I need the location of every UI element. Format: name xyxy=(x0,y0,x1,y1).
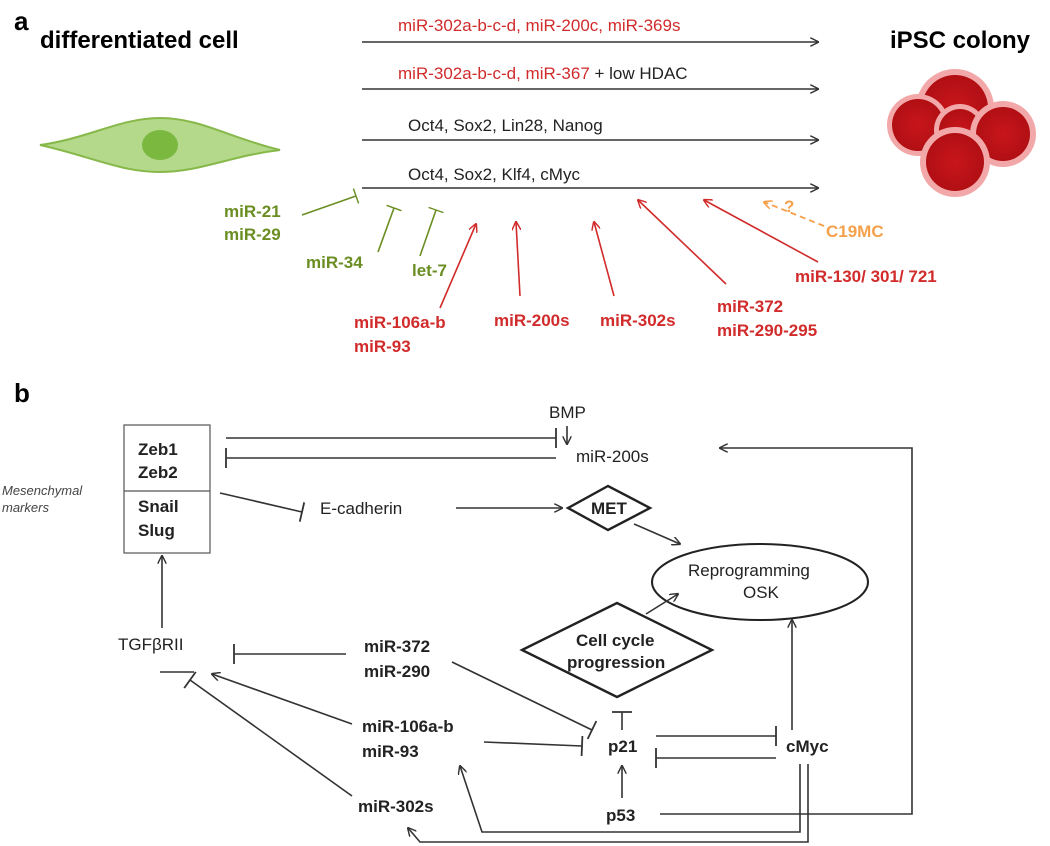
osk-label: OSK xyxy=(743,583,780,602)
c19mc-dashed-arrow xyxy=(764,202,825,227)
mir-290-label: miR-290 xyxy=(364,662,430,681)
snail-label: Snail xyxy=(138,497,179,516)
met-diamond xyxy=(565,484,653,532)
mir-106a-b-label: miR-106a-b xyxy=(354,313,446,332)
met-to-reprogramming-arrow xyxy=(633,523,680,544)
mesenchymal-markers-box xyxy=(123,424,211,554)
let-7-label: let-7 xyxy=(412,261,447,280)
c19mc-label: C19MC xyxy=(826,222,884,241)
mesenchymal-label: Mesenchymal xyxy=(2,483,83,498)
mir-200s-label-b: miR-200s xyxy=(576,447,649,466)
tgfbrii-label: TGFβRII xyxy=(118,635,184,654)
mir372-inhibits-p21-line xyxy=(451,661,598,740)
mir-200s-label-a: miR-200s xyxy=(494,311,570,330)
mir-200s-activation-arrow xyxy=(516,222,520,297)
mir-21-29-inhibition-line xyxy=(301,188,360,216)
panel-a-label: a xyxy=(14,6,29,36)
mir-106a-b-label-b: miR-106a-b xyxy=(362,717,454,736)
zeb1-label: Zeb1 xyxy=(138,440,178,459)
reprogramming-ellipse xyxy=(651,543,869,621)
mir106-to-tgfb-arrow xyxy=(212,674,353,725)
mir-130-301-721-label: miR-130/ 301/ 721 xyxy=(795,267,937,286)
ipsc-colony-title: iPSC colony xyxy=(890,27,1031,54)
p53-to-mir200s-arrow xyxy=(660,448,913,815)
pathway-2-label: miR-302a-b-c-d, miR-367 + low HDAC xyxy=(398,64,688,83)
mir-106-activation-arrow xyxy=(439,224,476,309)
mir-130-activation-arrow xyxy=(704,200,819,263)
mir-21-label: miR-21 xyxy=(224,202,281,221)
mir-302s-label-b: miR-302s xyxy=(358,797,434,816)
differentiated-cell-title: differentiated cell xyxy=(40,27,239,54)
bmp-label: BMP xyxy=(549,403,586,422)
pathway-1-label: miR-302a-b-c-d, miR-200c, miR-369s xyxy=(398,16,680,35)
cell-cycle-diamond xyxy=(519,601,715,699)
p53-label: p53 xyxy=(606,806,635,825)
mir-372-label-b: miR-372 xyxy=(364,637,430,656)
mir-34-label: miR-34 xyxy=(306,253,363,272)
slug-label: Slug xyxy=(138,521,175,540)
snail-inhibits-ecadherin-line xyxy=(219,492,306,522)
mir-372-label-a: miR-372 xyxy=(717,297,783,316)
ipsc-colony-icon xyxy=(887,69,1036,197)
cell-cycle-label: Cell cycle xyxy=(576,631,654,650)
differentiated-cell-icon xyxy=(39,116,281,174)
zeb2-label: Zeb2 xyxy=(138,463,178,482)
progression-label: progression xyxy=(567,653,665,672)
mir-302s-activation-arrow xyxy=(594,222,615,297)
cellcycle-to-reprogramming-arrow xyxy=(645,594,678,615)
pathway-3-label: Oct4, Sox2, Lin28, Nanog xyxy=(408,116,603,135)
mir106-inhibits-p21-line xyxy=(483,735,584,757)
mir-93-label: miR-93 xyxy=(354,337,411,356)
pathway-4-label: Oct4, Sox2, Klf4, cMyc xyxy=(408,165,580,184)
panel-b-label: b xyxy=(14,378,30,408)
cmyc-to-mir106-arrow xyxy=(460,764,801,833)
mir302s-inhibits-tgfb-line xyxy=(183,671,353,797)
cmyc-to-mir302s-arrow xyxy=(408,764,809,843)
let-7-inhibition-line xyxy=(419,206,444,257)
cmyc-label: cMyc xyxy=(786,737,829,756)
ecadherin-label: E-cadherin xyxy=(320,499,402,518)
p21-label: p21 xyxy=(608,737,637,756)
mir-29-label: miR-29 xyxy=(224,225,281,244)
mir-290-295-label: miR-290-295 xyxy=(717,321,817,340)
mir-93-label-b: miR-93 xyxy=(362,742,419,761)
reprogramming-label: Reprogramming xyxy=(688,561,810,580)
question-mark: ? xyxy=(784,197,794,216)
met-label: MET xyxy=(591,499,628,518)
markers-label: markers xyxy=(2,500,49,515)
mir-302s-label-a: miR-302s xyxy=(600,311,676,330)
mir-372-activation-arrow xyxy=(638,200,727,285)
mir-34-inhibition-line xyxy=(377,204,402,253)
